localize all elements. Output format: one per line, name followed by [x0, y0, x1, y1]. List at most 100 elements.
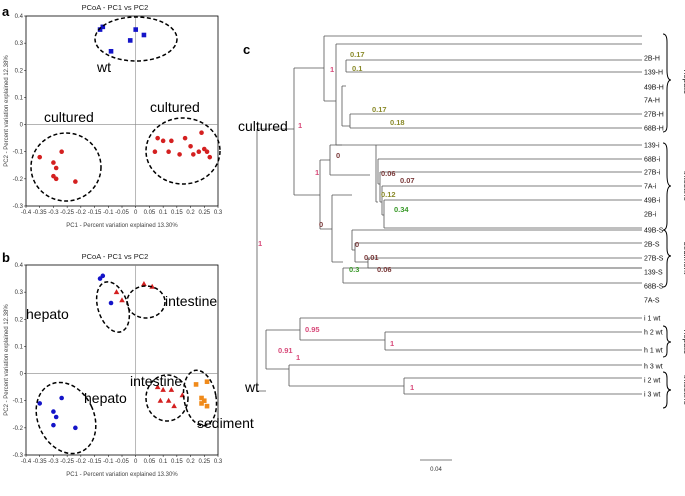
data-point-circle	[191, 152, 196, 157]
y-tick-label: 0.2	[15, 317, 24, 323]
plot-b-label-hepato-top: hepato	[26, 306, 69, 322]
data-point-circle	[169, 138, 174, 144]
x-tick-label: 0.2	[186, 210, 195, 216]
data-point-square	[204, 379, 210, 385]
x-tick-label: 0	[134, 210, 138, 216]
x-tick-label: 0.25	[198, 210, 210, 216]
bootstrap-value: 0.07	[400, 176, 415, 185]
cultured-right-ellipse	[145, 117, 221, 185]
x-tick-label: -0.3	[48, 459, 59, 465]
data-point-circle	[53, 414, 59, 420]
bootstrap-value: 1	[296, 353, 300, 362]
y-tick-label: 0.3	[15, 41, 24, 47]
tree-branch-intestine-2	[375, 144, 642, 203]
panel-label-a: a	[2, 4, 10, 19]
data-point-triangle	[160, 386, 166, 392]
hepato-cultured-ellipse	[35, 381, 97, 455]
x-tick-label: 0.15	[171, 459, 183, 465]
tree-branch-intestine-4	[379, 171, 642, 203]
tree-branch-i-s	[319, 159, 332, 230]
group-label-cultured: cultured	[238, 118, 288, 134]
data-point-circle	[108, 300, 114, 306]
data-point-circle	[51, 409, 56, 414]
x-tick-label: -0.2	[76, 210, 87, 216]
x-tick-label: -0.05	[115, 210, 129, 216]
intestine-wt-ellipse	[126, 285, 166, 319]
data-point-square	[97, 27, 103, 32]
tree-branch-cultured	[293, 67, 324, 196]
leaf-label: 2B-S	[644, 242, 660, 249]
bootstrap-value: 0.17	[350, 50, 365, 59]
pcoa-plot-a: PCoA - PC1 vs PC2 -0.4-0.35-0.3-0.25-0.2…	[4, 3, 223, 229]
data-point-circle	[201, 146, 207, 152]
tree-branch-27B-68B	[349, 113, 642, 129]
plot-b-label-intestine-bottom: intestine	[130, 373, 182, 389]
y-tick-label: 0.1	[15, 344, 24, 350]
cultured-left-ellipse	[30, 132, 102, 202]
data-point-triangle	[119, 297, 125, 303]
data-point-triangle	[165, 397, 172, 403]
data-point-triangle	[113, 289, 120, 295]
bootstrap-value: 0.34	[394, 205, 409, 214]
data-point-circle	[73, 425, 78, 431]
y-tick-label: -0.1	[13, 150, 24, 156]
data-point-circle	[51, 160, 56, 165]
data-point-circle	[188, 143, 193, 149]
intestine-cultured-ellipse	[145, 374, 189, 422]
y-tick-label: -0.2	[13, 426, 24, 432]
bootstrap-value: 1	[298, 121, 302, 130]
bootstrap-value: 0	[355, 240, 359, 249]
bracket-intestine-cultured	[662, 142, 672, 231]
data-point-square	[199, 395, 204, 401]
data-point-triangle	[171, 403, 177, 409]
data-point-circle	[59, 149, 64, 155]
x-tick-label: -0.2	[76, 459, 87, 465]
data-point-circle	[37, 401, 43, 406]
tree-branch-27B-139-S	[367, 257, 642, 269]
x-tick-label: 0.3	[214, 459, 223, 465]
x-tick-label: -0.4	[21, 459, 32, 465]
y-tick-label: 0.3	[15, 290, 24, 296]
data-point-square	[127, 38, 133, 43]
tree-branch-i2-i3	[403, 377, 642, 395]
data-point-circle	[196, 149, 202, 155]
x-tick-label: 0.1	[159, 459, 168, 465]
data-point-circle	[177, 152, 182, 157]
x-tick-label: -0.15	[88, 210, 102, 216]
leaf-label: 49B-i	[644, 198, 661, 205]
data-point-square	[108, 48, 114, 54]
data-point-circle	[37, 154, 43, 160]
bootstrap-value: 1	[315, 168, 319, 177]
data-point-square	[201, 398, 207, 404]
bootstrap-value: 0.95	[305, 325, 320, 334]
bracket-hepato-wt	[662, 325, 672, 358]
data-point-square	[133, 27, 139, 32]
y-tick-label: 0	[20, 372, 24, 378]
bootstrap-value: 0.06	[381, 169, 396, 178]
plot-b-label-intestine-top: intestine	[165, 293, 217, 309]
leaf-label: 68B-i	[644, 157, 661, 164]
panel-label-b: b	[2, 250, 10, 265]
leaf-label: h 1 wt	[644, 348, 663, 355]
x-tick-label: 0.05	[144, 459, 156, 465]
bracket-label-sediment: sediment	[682, 242, 685, 275]
plot-b-ylabel: PC2 - Percent variation explained 12.38%	[4, 304, 10, 416]
bracket-label-intestine-cultured: intestine	[682, 171, 685, 201]
x-tick-label: -0.25	[60, 459, 74, 465]
x-tick-label: -0.1	[103, 459, 114, 465]
x-tick-label: 0.15	[171, 210, 183, 216]
tree-branch-hepato-3	[341, 85, 350, 127]
data-point-triangle	[154, 384, 161, 390]
wt-cluster-ellipse	[94, 16, 178, 62]
data-point-circle	[51, 422, 56, 428]
leaf-label: i 3 wt	[644, 392, 660, 399]
y-tick-label: 0.4	[15, 14, 24, 20]
data-point-circle	[100, 273, 106, 279]
leaf-labels: 2B-H139-H49B-H7A-H27B-H68B-H139-i68B-i27…	[644, 56, 664, 399]
panel-label-c: c	[243, 42, 250, 57]
x-tick-label: -0.3	[48, 210, 59, 216]
leaf-label: 27B-i	[644, 170, 661, 177]
tree-branch-wt	[265, 329, 300, 370]
leaf-label: 139-H	[644, 70, 663, 77]
tree-branch-68B-7A-S	[342, 267, 642, 284]
